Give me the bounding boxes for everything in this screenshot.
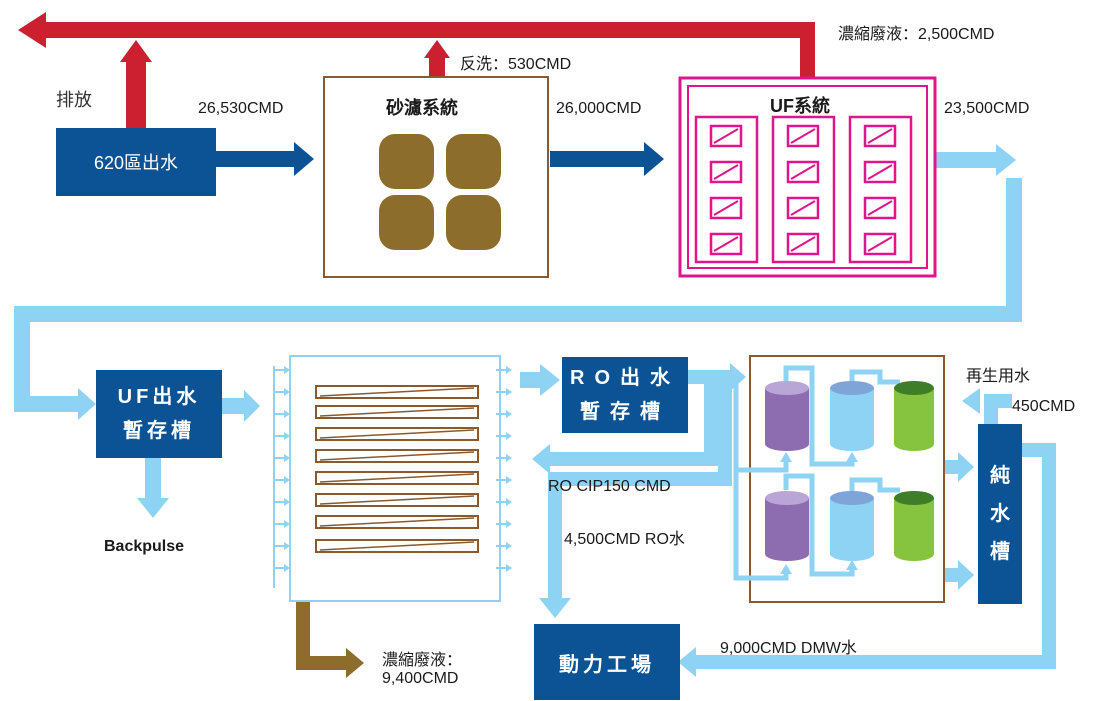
- backpulse-label: Backpulse: [104, 538, 185, 555]
- concentrate-bottom-label-1: 濃縮廢液：: [382, 652, 463, 669]
- flow-23500-label: 23,500CMD: [944, 100, 1030, 117]
- regen-water-label: 再生用水: [966, 368, 1031, 385]
- dmw-label: 9,000CMD DMW水: [720, 640, 857, 657]
- pure-tank-label-3: 槽: [990, 541, 1010, 563]
- uf-tank-box: UF出水 暫存槽: [96, 370, 222, 458]
- concentrate-top-label: 濃縮廢液：2,500CMD: [838, 26, 995, 43]
- ro-membrane-bank: [273, 355, 513, 602]
- light-blue-pipes: [14, 144, 1056, 677]
- discharge-label: 排放: [56, 90, 92, 110]
- ro-tank-label-2: 暫存槽: [580, 401, 670, 423]
- sand-filter-unit: [323, 76, 549, 278]
- concentrate-line: [296, 602, 364, 678]
- ro-cip-label: RO CIP150 CMD: [548, 478, 671, 495]
- uf-system-unit: [678, 76, 937, 278]
- flow-26530-label: 26,530CMD: [198, 100, 284, 117]
- pure-tank-label-2: 水: [990, 503, 1010, 525]
- source-label: 620區出水: [93, 153, 179, 173]
- waste-lines: [18, 12, 815, 128]
- polishing-unit: [733, 355, 945, 603]
- power-plant-label: 動力工場: [559, 653, 655, 676]
- pure-tank-label-1: 純: [990, 465, 1010, 487]
- sand-filter-title: 砂濾系統: [386, 98, 458, 118]
- concentrate-bottom-label-2: 9,400CMD: [382, 670, 459, 687]
- ro-water-label: 4,500CMD RO水: [564, 531, 685, 548]
- power-plant-box: 動力工場: [534, 624, 680, 700]
- uf-tank-label-1: UF出水: [117, 386, 201, 408]
- uf-system-title: UF系統: [770, 96, 830, 116]
- main-flow-arrows: [216, 142, 664, 176]
- ro-tank-label-1: RO出水: [570, 367, 680, 389]
- flow-450-label: 450CMD: [1012, 398, 1076, 415]
- pure-water-tank: 純 水 槽: [978, 424, 1022, 604]
- uf-tank-label-2: 暫存槽: [123, 420, 195, 442]
- backwash-label: 反洗：530CMD: [460, 56, 572, 73]
- ro-tank-box: RO出水 暫存槽: [562, 357, 688, 433]
- source-box: 620區出水: [56, 128, 216, 196]
- flow-26000-label: 26,000CMD: [556, 100, 642, 117]
